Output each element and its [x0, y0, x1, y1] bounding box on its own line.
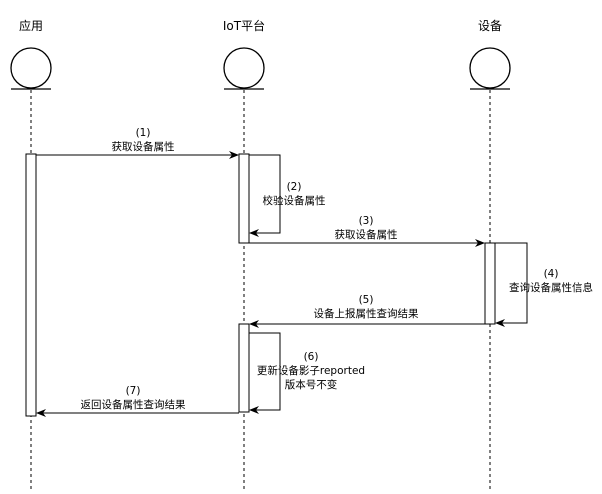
- activation-iot-2: [238, 323, 250, 413]
- activation-device: [484, 242, 496, 325]
- message-6-number: (6): [304, 351, 319, 363]
- message-7-number: (7): [126, 385, 141, 397]
- message-2: (2) 校验设备属性: [249, 154, 326, 237]
- message-5: (5) 设备上报属性查询结果: [249, 294, 485, 328]
- message-7-text: 返回设备属性查询结果: [81, 398, 186, 411]
- message-1-number: (1): [136, 127, 151, 139]
- message-5-text: 设备上报属性查询结果: [314, 307, 419, 320]
- message-6-text-line2: 版本号不变: [285, 378, 338, 391]
- message-6: (6) 更新设备影子reported 版本号不变: [249, 332, 365, 414]
- actor-icon-app: [10, 47, 52, 90]
- actor-icon-device: [469, 47, 511, 90]
- activation-iot-1: [238, 153, 250, 244]
- participant-label-iot: IoT平台: [223, 18, 265, 33]
- actor-icon-iot: [223, 47, 265, 90]
- message-5-number: (5): [359, 294, 374, 306]
- message-7: (7) 返回设备属性查询结果: [36, 385, 239, 417]
- message-3-text: 获取设备属性: [335, 228, 398, 241]
- message-3: (3) 获取设备属性: [249, 215, 485, 247]
- message-6-text: 更新设备影子reported: [257, 364, 365, 377]
- message-1-text: 获取设备属性: [112, 140, 175, 153]
- activation-app: [25, 153, 37, 417]
- message-4-number: (4): [544, 268, 559, 280]
- message-2-number: (2): [287, 181, 302, 193]
- participant-label-device: 设备: [478, 19, 502, 33]
- message-2-text: 校验设备属性: [263, 194, 326, 207]
- message-4-text: 查询设备属性信息: [509, 281, 593, 294]
- message-3-number: (3): [359, 215, 374, 227]
- participant-label-app: 应用: [19, 18, 43, 33]
- message-1: (1) 获取设备属性: [36, 127, 239, 159]
- message-4: (4) 查询设备属性信息: [495, 242, 593, 327]
